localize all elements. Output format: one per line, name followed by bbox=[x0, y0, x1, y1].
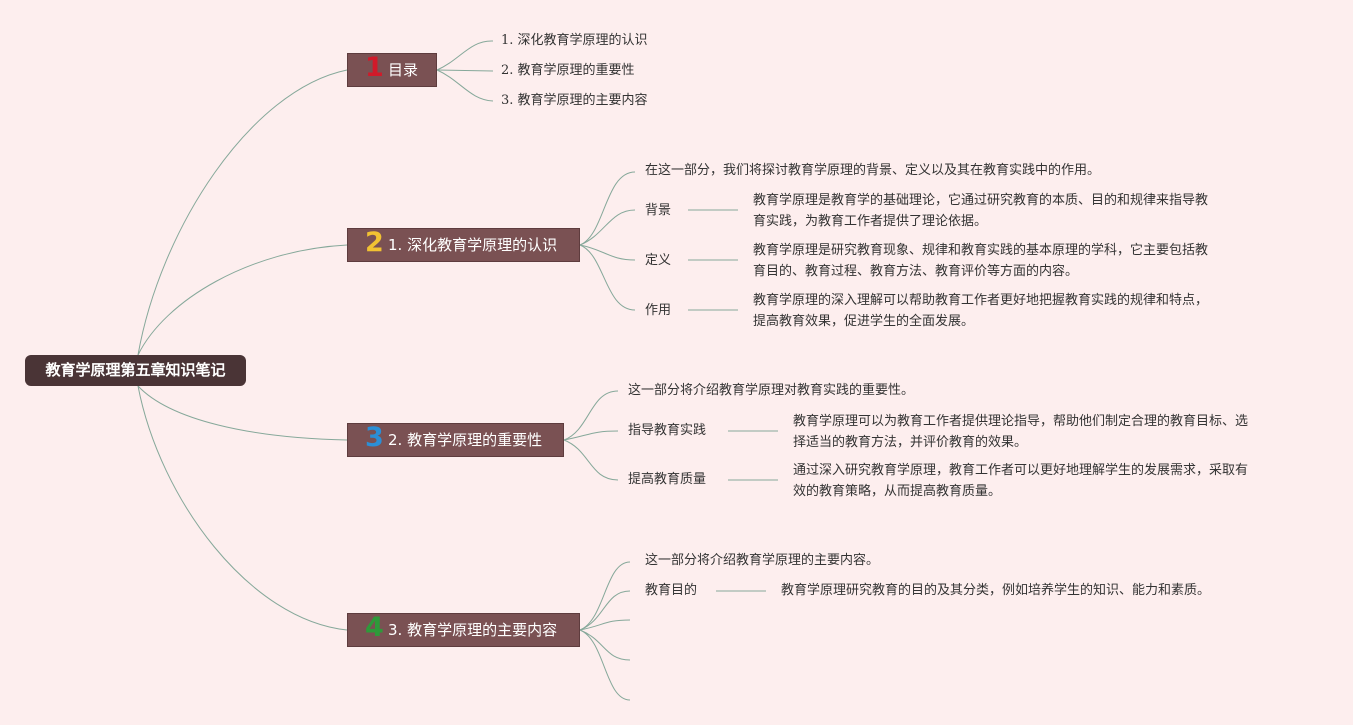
connector-b3-item-1 bbox=[563, 430, 619, 441]
desc-line: 教育学原理可以为教育工作者提供理论指导，帮助他们制定合理的教育目标、选 bbox=[793, 414, 1249, 429]
branch-2-number: 2 bbox=[365, 227, 384, 258]
connector-b1-leaf-2 bbox=[436, 69, 494, 72]
connector-b2-intro bbox=[579, 171, 636, 246]
desc-line: 育实践，为教育工作者提供了理论依据。 bbox=[753, 214, 988, 229]
branch-3-topic[interactable]: 3 2. 教育学原理的重要性 bbox=[347, 422, 564, 457]
branch-2-label: 1. 深化教育学原理的认识 bbox=[388, 236, 558, 254]
branch-3-desc-quality[interactable]: 通过深入研究教育学原理，教育工作者可以更好地理解学生的发展需求，采取有 效的教育… bbox=[793, 460, 1248, 502]
branch-2-desc-role[interactable]: 教育学原理的深入理解可以帮助教育工作者更好地把握教育实践的规律和特点， 提高教育… bbox=[753, 290, 1208, 332]
branch-4-intro[interactable]: 这一部分将介绍教育学原理的主要内容。 bbox=[645, 553, 880, 568]
connector-root-branch-1 bbox=[137, 69, 348, 356]
connector-b2-item-1 bbox=[579, 209, 636, 246]
branch-2-topic[interactable]: 2 1. 深化教育学原理的认识 bbox=[347, 227, 580, 262]
branch-1-number: 1 bbox=[365, 52, 384, 83]
branch-4-item-purpose[interactable]: 教育目的 bbox=[645, 583, 698, 598]
toc-item-2[interactable]: 2. 教育学原理的重要性 bbox=[501, 63, 635, 78]
connector-b4-intro bbox=[579, 561, 631, 631]
branch-2-item-role[interactable]: 作用 bbox=[645, 303, 672, 318]
connector-b1-leaf-3 bbox=[436, 69, 494, 102]
connector-root-branch-3 bbox=[137, 385, 348, 441]
desc-line: 效的教育策略，从而提高教育质量。 bbox=[793, 484, 1002, 499]
desc-line: 择适当的教育方法，并评价教育的效果。 bbox=[793, 435, 1028, 450]
branch-2-intro[interactable]: 在这一部分，我们将探讨教育学原理的背景、定义以及其在教育实践中的作用。 bbox=[645, 163, 1101, 178]
desc-line: 教育学原理的深入理解可以帮助教育工作者更好地把握教育实践的规律和特点， bbox=[753, 293, 1209, 308]
desc-line: 育目的、教育过程、教育方法、教育评价等方面的内容。 bbox=[753, 264, 1079, 279]
connector-b4-item-1 bbox=[579, 590, 631, 631]
branch-2-desc-background[interactable]: 教育学原理是教育学的基础理论，它通过研究教育的本质、目的和规律来指导教 育实践，… bbox=[753, 190, 1208, 232]
root-topic[interactable]: 教育学原理第五章知识笔记 bbox=[25, 355, 246, 386]
connector-root-branch-4 bbox=[137, 385, 348, 631]
branch-3-label: 2. 教育学原理的重要性 bbox=[388, 431, 543, 449]
branch-3-desc-guide[interactable]: 教育学原理可以为教育工作者提供理论指导，帮助他们制定合理的教育目标、选 择适当的… bbox=[793, 411, 1248, 453]
connector-b3-intro bbox=[563, 390, 619, 441]
connector-b3-item-2 bbox=[563, 439, 619, 481]
branch-4-label: 3. 教育学原理的主要内容 bbox=[388, 621, 558, 639]
branch-2-item-definition[interactable]: 定义 bbox=[645, 253, 672, 268]
connector-b4-empty-3 bbox=[579, 629, 631, 701]
desc-line: 提高教育效果，促进学生的全面发展。 bbox=[753, 314, 975, 329]
branch-2-item-background[interactable]: 背景 bbox=[645, 203, 672, 218]
connector-b4-empty-2 bbox=[579, 629, 631, 661]
toc-item-3[interactable]: 3. 教育学原理的主要内容 bbox=[501, 93, 648, 108]
connector-b2-item-2 bbox=[579, 244, 636, 261]
connector-b1-leaf-1 bbox=[436, 40, 494, 71]
toc-item-1[interactable]: 1. 深化教育学原理的认识 bbox=[501, 33, 648, 48]
branch-4-topic[interactable]: 4 3. 教育学原理的主要内容 bbox=[347, 612, 580, 647]
connector-b4-empty-1 bbox=[579, 619, 631, 631]
branch-1-topic[interactable]: 1 目录 bbox=[347, 52, 437, 87]
branch-3-number: 3 bbox=[365, 422, 384, 453]
branch-3-item-guide[interactable]: 指导教育实践 bbox=[628, 423, 707, 438]
desc-line: 教育学原理是教育学的基础理论，它通过研究教育的本质、目的和规律来指导教 bbox=[753, 193, 1209, 208]
branch-3-intro[interactable]: 这一部分将介绍教育学原理对教育实践的重要性。 bbox=[628, 383, 915, 398]
desc-line: 通过深入研究教育学原理，教育工作者可以更好地理解学生的发展需求，采取有 bbox=[793, 463, 1249, 478]
connector-b2-item-3 bbox=[579, 244, 636, 311]
connector-root-branch-2 bbox=[137, 244, 348, 356]
branch-2-desc-definition[interactable]: 教育学原理是研究教育现象、规律和教育实践的基本原理的学科，它主要包括教 育目的、… bbox=[753, 240, 1208, 282]
branch-4-number: 4 bbox=[365, 612, 384, 643]
branch-3-item-quality[interactable]: 提高教育质量 bbox=[628, 472, 707, 487]
desc-line: 教育学原理研究教育的目的及其分类，例如培养学生的知识、能力和素质。 bbox=[781, 583, 1211, 598]
branch-4-desc-purpose[interactable]: 教育学原理研究教育的目的及其分类，例如培养学生的知识、能力和素质。 bbox=[781, 580, 1210, 601]
desc-line: 教育学原理是研究教育现象、规律和教育实践的基本原理的学科，它主要包括教 bbox=[753, 243, 1209, 258]
branch-1-label: 目录 bbox=[388, 61, 419, 79]
